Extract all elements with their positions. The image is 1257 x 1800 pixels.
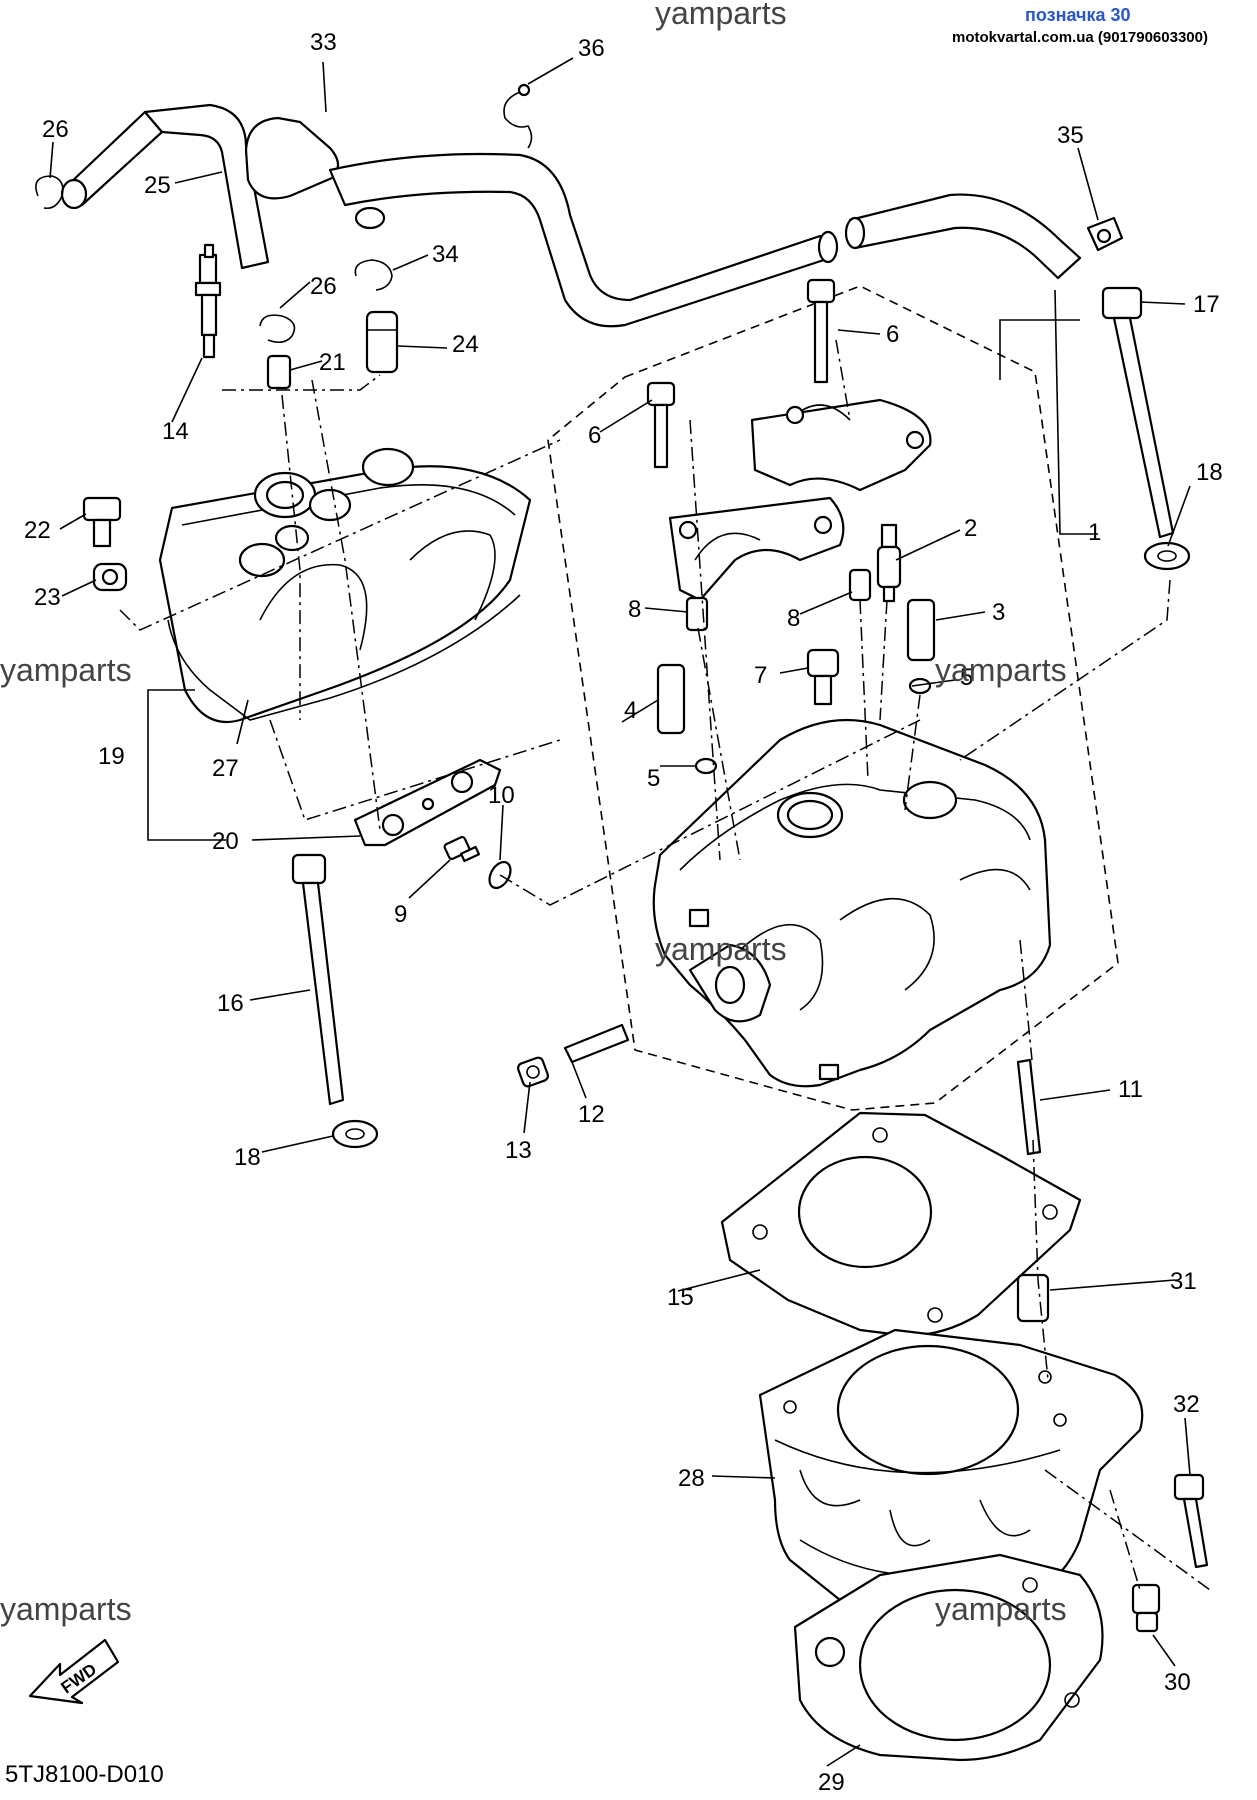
stud-11 [1016,1058,1042,1156]
callout-27: 27 [212,755,239,782]
bolt-6-upper [806,278,836,384]
callout-18-left: 18 [234,1144,261,1171]
callout-18-right: 18 [1196,459,1223,486]
callout-6-lower: 6 [588,422,601,449]
callout-5-right: 5 [960,664,973,691]
part-3 [906,598,936,662]
callout-5-left: 5 [647,765,660,792]
callout-6-upper: 6 [886,321,899,348]
cylinder-head [652,718,1052,1088]
nut-13 [516,1056,550,1088]
dowel-8-left [685,596,709,632]
callout-24: 24 [452,331,479,358]
bolt-6-lower [646,381,676,469]
callout-34: 34 [432,241,459,268]
callout-36: 36 [578,35,605,62]
callout-13: 13 [505,1137,532,1164]
dowel-31 [1016,1273,1050,1323]
callout-19: 19 [98,743,125,770]
callout-15: 15 [667,1284,694,1311]
callout-22: 22 [24,517,51,544]
plate-20 [353,758,502,847]
callout-2: 2 [964,515,977,542]
callout-1: 1 [1088,519,1101,546]
watermark-center: yamparts [655,931,787,967]
plug-21 [266,354,292,390]
clip-36 [503,83,533,149]
callout-14: 14 [162,418,189,445]
clip-26-top [35,175,64,210]
cylinder-head-cover [158,447,532,724]
leader-lines [49,57,1191,1767]
clip-34 [354,259,393,291]
callout-33: 33 [310,29,337,56]
callout-32: 32 [1173,1391,1200,1418]
cap-24 [365,310,399,374]
callout-29: 29 [818,1769,845,1796]
head-assembly-boundary [547,285,1119,1111]
callout-8-right: 8 [787,605,800,632]
washer-18-left [331,1119,379,1149]
dowel-8-right [848,568,872,602]
callout-28: 28 [678,1465,705,1492]
o-ring-5-right [908,677,932,695]
callout-4: 4 [624,697,637,724]
bolt-22 [82,496,122,548]
callout-labels: 1 2 3 4 5 5 6 6 7 8 8 9 10 11 12 13 14 1… [24,29,1223,1796]
bolt-9 [443,835,481,863]
header-label: позначка 30 [1025,5,1131,25]
callout-9: 9 [394,901,407,928]
bolt-32 [1173,1473,1209,1569]
callout-3: 3 [992,599,1005,626]
clip-26-mid [259,314,296,344]
callout-25: 25 [144,172,171,199]
diagram-code: 5TJ8100-D010 [5,1761,164,1788]
stud-12 [563,1023,630,1064]
stud-17 [1101,286,1175,539]
watermark-top: yamparts [655,0,787,31]
header-site: motokvartal.com.ua (901790603300) [952,29,1208,46]
callout-20: 20 [212,828,239,855]
callout-11: 11 [1118,1076,1143,1103]
callout-30: 30 [1164,1669,1191,1696]
callout-21: 21 [319,349,346,376]
callout-8-left: 8 [628,596,641,623]
fwd-arrow-icon: FWD [28,1638,120,1705]
breather-hose [60,103,1082,328]
callout-17: 17 [1193,291,1220,318]
camshaft-cap-upper [750,398,932,492]
watermark-bottom-left: yamparts [0,1591,132,1627]
callout-23: 23 [34,584,61,611]
clip-35 [1086,216,1124,252]
o-ring-5-left [694,757,718,775]
callout-10: 10 [488,782,515,809]
nut-30 [1131,1583,1161,1633]
camshaft-cap-lower [668,496,845,602]
stud-16 [291,853,345,1106]
cylinder-body [758,1328,1144,1618]
callout-26-mid: 26 [310,273,337,300]
callout-31: 31 [1170,1268,1197,1295]
sensor-2 [876,523,902,603]
part-4 [656,663,686,735]
spark-plug [194,243,222,359]
watermark-right: yamparts [935,652,1067,688]
watermark-bottom-right: yamparts [935,1591,1067,1627]
callout-26-top: 26 [42,116,69,143]
washer-18-right [1143,541,1191,571]
head-gasket [720,1111,1082,1337]
grommet-23 [92,562,128,592]
watermark-left: yamparts [0,652,132,688]
callout-12: 12 [578,1101,605,1128]
base-gasket [793,1553,1104,1762]
callout-7: 7 [754,662,767,689]
bolt-7 [806,648,840,706]
callout-16: 16 [217,990,244,1017]
alignment-lines [119,339,1211,1591]
callout-35: 35 [1057,122,1084,149]
